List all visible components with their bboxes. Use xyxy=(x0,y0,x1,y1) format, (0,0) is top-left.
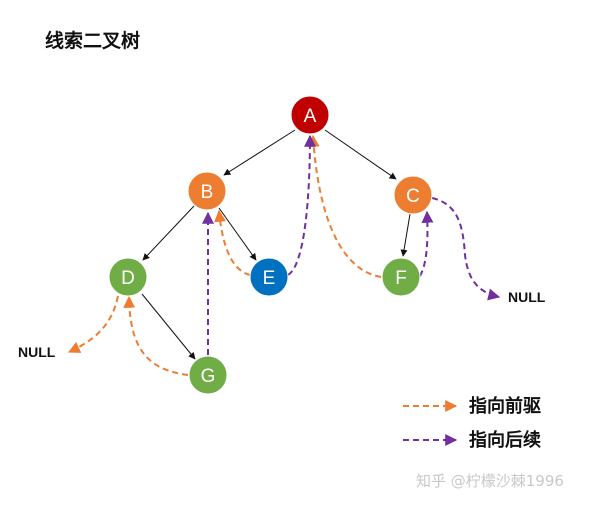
node-a: A xyxy=(290,95,330,135)
tree-edge-a-b xyxy=(223,129,296,176)
tree-edge-c-f xyxy=(400,213,411,257)
thread-f-to-a xyxy=(307,134,382,278)
node-a-circle xyxy=(290,95,330,135)
node-c-label: C xyxy=(406,186,420,207)
tree-edge-d-g xyxy=(141,293,196,360)
tree-edge-a-c xyxy=(324,129,397,180)
node-e: E xyxy=(249,257,289,297)
node-a-label: A xyxy=(304,106,317,127)
node-d-label: D xyxy=(121,268,135,289)
thread-e-to-b xyxy=(214,209,251,276)
node-e-label: E xyxy=(263,268,276,289)
node-b-label: B xyxy=(201,182,214,203)
legend-predecessor-label: 指向前驱 xyxy=(469,395,541,417)
diagram-title: 线索二叉树 xyxy=(45,29,140,52)
predecessor-threads xyxy=(67,134,382,376)
thread-c-to-null-right xyxy=(431,197,501,301)
node-f: F xyxy=(381,257,421,297)
null-label-right: NULL xyxy=(508,289,546,305)
null-label-left: NULL xyxy=(18,344,56,360)
node-g-label: G xyxy=(201,366,216,387)
node-c-circle xyxy=(393,175,433,215)
node-c: C xyxy=(393,175,433,215)
thread-g-to-d xyxy=(123,295,189,376)
node-f-circle xyxy=(381,257,421,297)
node-g-circle xyxy=(188,355,228,395)
node-e-circle xyxy=(249,257,289,297)
node-f-label: F xyxy=(395,268,407,289)
node-b-circle xyxy=(187,171,227,211)
tree-nodes: A B C D E F G xyxy=(108,95,433,395)
successor-threads xyxy=(202,134,501,355)
tree-edge-b-d xyxy=(142,205,195,261)
thread-f-to-c xyxy=(419,210,434,277)
legend: 指向前驱 指向后续 xyxy=(403,395,541,451)
node-d: D xyxy=(108,257,148,297)
thread-e-to-a xyxy=(287,134,316,276)
node-b: B xyxy=(187,171,227,211)
node-g: G xyxy=(188,355,228,395)
tree-edge-b-e xyxy=(218,207,257,261)
legend-successor-label: 指向后续 xyxy=(469,429,541,451)
thread-d-to-null-left xyxy=(67,295,119,353)
watermark-text: 知乎 @柠檬沙棘1996 xyxy=(416,472,564,490)
tree-edges xyxy=(141,129,411,360)
node-d-circle xyxy=(108,257,148,297)
